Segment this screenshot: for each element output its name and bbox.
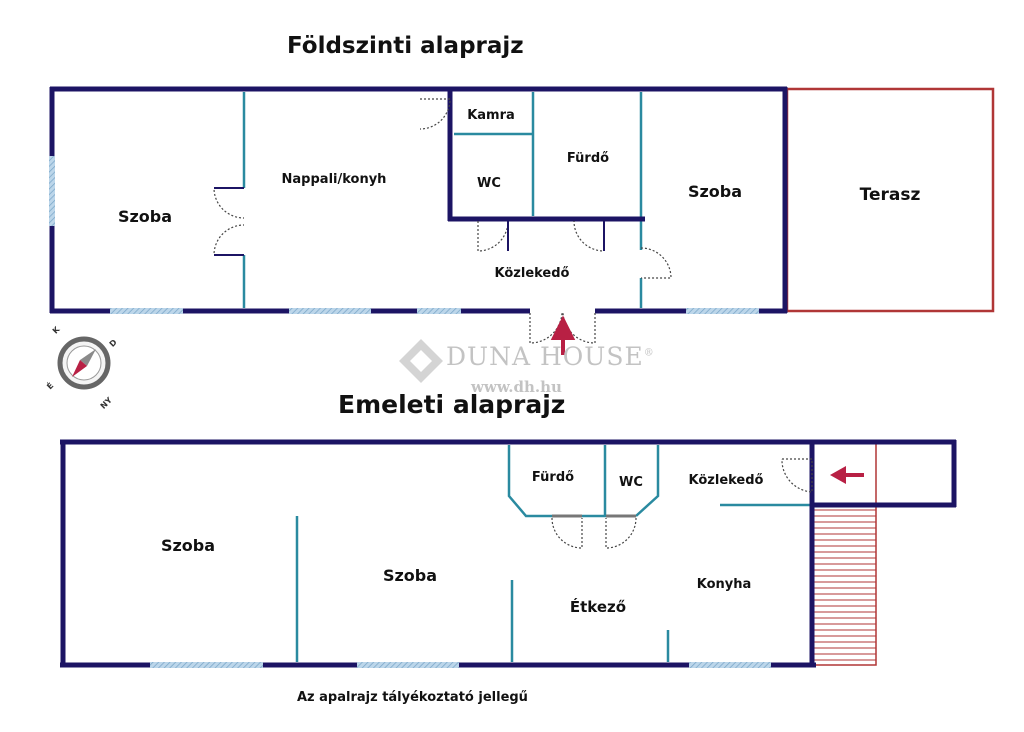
stair-arrow-icon: [830, 466, 864, 484]
window: [110, 308, 183, 314]
label-bathroom: Fürdő: [567, 151, 609, 166]
ground-floor-plan: Szoba Nappali/konyh Kamra WC Fürdő Szoba…: [49, 86, 995, 355]
window: [689, 662, 771, 668]
label-room-right: Szoba: [688, 182, 742, 201]
watermark-url: www.dh.hu: [471, 378, 562, 396]
window: [417, 308, 461, 314]
watermark-brand: DUNA HOUSE®: [446, 342, 655, 371]
ground-core-walls: [447, 90, 645, 222]
ground-windows: [49, 156, 759, 314]
window: [289, 308, 371, 314]
label-bathroom: Fürdő: [532, 470, 574, 485]
window: [150, 662, 263, 668]
compass-label: D: [108, 337, 119, 348]
label-dining: Étkező: [570, 597, 626, 616]
watermark-registered-mark: ®: [643, 347, 655, 359]
window: [49, 156, 55, 226]
watermark-logo-icon: [399, 339, 443, 383]
label-wc: WC: [477, 176, 501, 191]
ground-outer-walls: [49, 86, 788, 314]
label-room-left: Szoba: [161, 536, 215, 555]
compass-label: NY: [99, 395, 114, 410]
upper-windows: [150, 662, 771, 668]
label-room-middle: Szoba: [383, 566, 437, 585]
entrance-arrow-icon: [550, 315, 576, 355]
label-terrace: Terasz: [860, 185, 921, 205]
compass-label: K: [51, 324, 62, 335]
label-room-left: Szoba: [118, 207, 172, 226]
watermark-brand-text: DUNA HOUSE: [446, 342, 644, 371]
upper-doors: [551, 458, 813, 549]
ground-floor-title: Földszinti alaprajz: [287, 33, 524, 59]
ground-door-leaves: [214, 187, 605, 256]
label-kitchen: Konyha: [697, 577, 752, 592]
window: [357, 662, 459, 668]
ground-inner-walls: [242, 92, 643, 308]
upper-floor-plan: Szoba Szoba Fürdő WC Közlekedő Étkező Ko…: [60, 439, 957, 668]
label-corridor: Közlekedő: [689, 473, 764, 488]
window: [686, 308, 759, 314]
compass-icon: K D NY É: [44, 324, 119, 411]
label-pantry: Kamra: [467, 108, 515, 123]
upper-inner-walls: [295, 445, 812, 662]
compass-label: É: [44, 380, 56, 392]
label-living-kitchen: Nappali/konyh: [282, 172, 387, 187]
footer-note: Az apalrajz tályékoztató jellegű: [297, 690, 528, 705]
label-corridor: Közlekedő: [495, 266, 570, 281]
upper-floor-title: Emeleti alaprajz: [338, 390, 566, 419]
label-wc: WC: [619, 475, 643, 490]
